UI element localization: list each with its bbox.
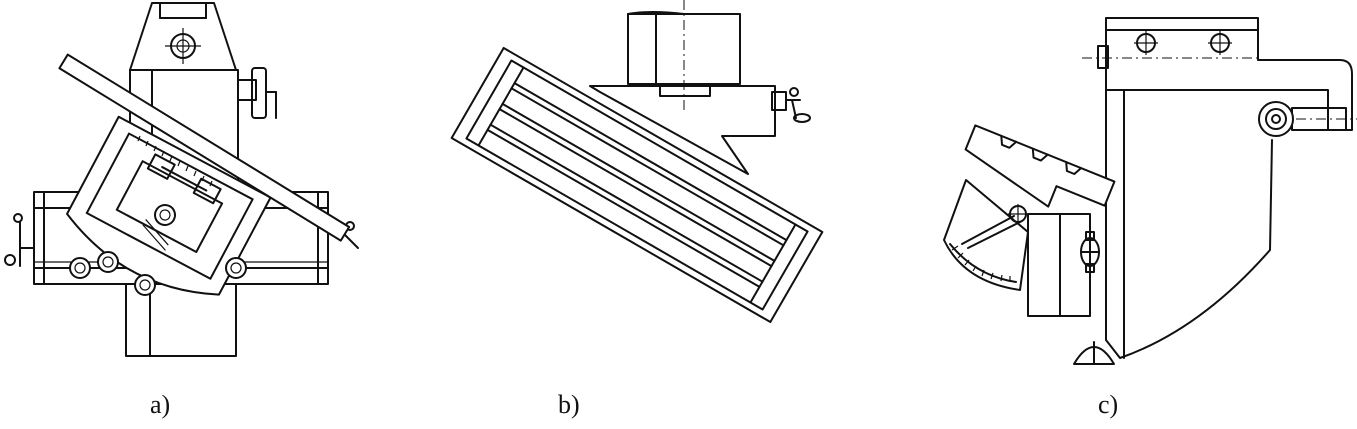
protractor-ticks xyxy=(951,245,1011,282)
bolts-a xyxy=(69,251,247,296)
diagram-b xyxy=(450,0,824,324)
spindle-wheel xyxy=(1258,101,1294,137)
rotated-vise xyxy=(66,115,272,296)
side-handwheel xyxy=(251,67,267,119)
diagram-a xyxy=(4,2,359,357)
tilted-table xyxy=(450,46,824,324)
scale-ticks xyxy=(137,135,213,187)
angle-plate xyxy=(964,124,1116,208)
caption-a: a) xyxy=(150,390,171,419)
column-body-c xyxy=(1105,89,1273,359)
diagram-c xyxy=(943,17,1357,365)
inclined-scale-bar xyxy=(58,53,351,242)
left-lever-knob xyxy=(13,213,23,223)
caption-c: c) xyxy=(1098,390,1119,419)
caption-b: b) xyxy=(558,390,580,419)
